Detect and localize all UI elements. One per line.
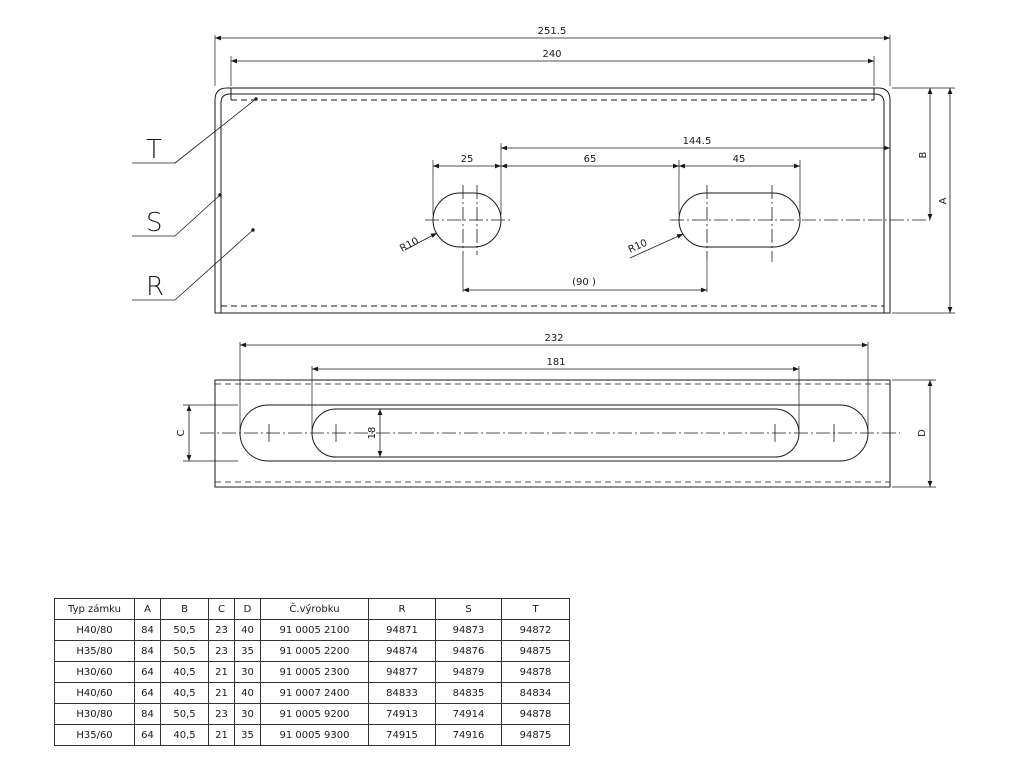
dim-a: A (938, 197, 949, 204)
cell: 35 (234, 724, 261, 746)
header-cell: C (208, 598, 235, 620)
label-t: T (146, 135, 162, 165)
cell: 64 (134, 724, 161, 746)
dim-b: B (918, 151, 929, 158)
cell: 74915 (368, 724, 436, 746)
cell: 91 0005 2100 (260, 619, 369, 641)
top-view (132, 35, 955, 314)
dim-inner-length: 240 (542, 49, 561, 60)
cell: 84 (134, 703, 161, 725)
table-row: H35/80 84 50,5 23 35 91 0005 2200 94874 … (54, 640, 570, 662)
cell: H40/60 (54, 682, 135, 704)
cell: 91 0005 2300 (260, 661, 369, 683)
cell: 23 (208, 640, 235, 662)
cell: 64 (134, 682, 161, 704)
header-cell: D (234, 598, 261, 620)
header-cell: T (501, 598, 570, 620)
label-r: R (146, 272, 164, 302)
table-row: H40/80 84 50,5 23 40 91 0005 2100 94871 … (54, 619, 570, 641)
header-cell: S (435, 598, 502, 620)
header-cell: R (368, 598, 436, 620)
cell: 84 (134, 619, 161, 641)
cell: H40/80 (54, 619, 135, 641)
header-cell: Typ zámku (54, 598, 135, 620)
cell: 91 0005 9300 (260, 724, 369, 746)
header-cell: Č.výrobku (260, 598, 369, 620)
cell: 94871 (368, 619, 436, 641)
cell: 91 0005 9200 (260, 703, 369, 725)
table-row: H30/80 84 50,5 23 30 91 0005 9200 74913 … (54, 703, 570, 725)
dim-radius-left: R10 (398, 236, 421, 255)
bottom-plate (214, 379, 891, 488)
cell: 21 (208, 661, 235, 683)
table-row: H30/60 64 40,5 21 30 91 0005 2300 94877 … (54, 661, 570, 683)
parts-table: Typ zámku A B C D Č.výrobku R S T H40/80… (54, 598, 570, 746)
cell: 94875 (501, 724, 570, 746)
cell: 40 (234, 682, 261, 704)
dim-d: D (917, 429, 928, 437)
cell: 91 0005 2200 (260, 640, 369, 662)
dim-hole-pitch: (90 ) (572, 277, 596, 288)
cell: 23 (208, 703, 235, 725)
label-s: S (146, 208, 163, 238)
cell: 64 (134, 661, 161, 683)
dim-overall-length: 251.5 (538, 26, 567, 37)
cell: 74916 (435, 724, 502, 746)
dim-bottom-inner-slot: 181 (546, 357, 565, 368)
dim-bottom-outer-slot: 232 (544, 333, 563, 344)
cell: 23 (208, 619, 235, 641)
cell: 40,5 (160, 661, 209, 683)
dim-c: C (176, 429, 187, 436)
cell: 35 (234, 640, 261, 662)
cell: 84833 (368, 682, 436, 704)
cell: 40,5 (160, 682, 209, 704)
dim-radius-right: R10 (627, 238, 649, 256)
technical-drawing: 251.5 240 144.5 25 65 45 (90 ) R10 R10 B… (132, 26, 955, 488)
cell: 94874 (368, 640, 436, 662)
cell: H35/60 (54, 724, 135, 746)
cell: 84 (134, 640, 161, 662)
table-row: H35/60 64 40,5 21 35 91 0005 9300 74915 … (54, 724, 570, 746)
plate-inner-edge (220, 93, 885, 313)
cell: 40,5 (160, 724, 209, 746)
table-row: H40/60 64 40,5 21 40 91 0007 2400 84833 … (54, 682, 570, 704)
dim-slot-height: 18 (367, 427, 378, 440)
dim-hole-offset: 144.5 (683, 136, 712, 147)
cell: H30/60 (54, 661, 135, 683)
cell: 50,5 (160, 619, 209, 641)
cell: 21 (208, 724, 235, 746)
cell: 50,5 (160, 640, 209, 662)
plate-outline (214, 87, 891, 314)
cell: 84835 (435, 682, 502, 704)
cell: 74914 (435, 703, 502, 725)
header-cell: A (134, 598, 161, 620)
cell: 94873 (435, 619, 502, 641)
cell: 94878 (501, 661, 570, 683)
table-header-row: Typ zámku A B C D Č.výrobku R S T (54, 598, 570, 620)
cell: H30/80 (54, 703, 135, 725)
cell: 40 (234, 619, 261, 641)
cell: 84834 (501, 682, 570, 704)
cell: 30 (234, 703, 261, 725)
cell: 94876 (435, 640, 502, 662)
cell: 94879 (435, 661, 502, 683)
cell: 21 (208, 682, 235, 704)
dim-hole-gap: 65 (584, 154, 597, 165)
cell: 74913 (368, 703, 436, 725)
cell: H35/80 (54, 640, 135, 662)
dim-slot-length: 45 (733, 154, 746, 165)
dim-slot-width: 25 (461, 154, 474, 165)
cell: 94878 (501, 703, 570, 725)
cell: 91 0007 2400 (260, 682, 369, 704)
cell: 50,5 (160, 703, 209, 725)
cell: 94872 (501, 619, 570, 641)
bottom-view (183, 342, 936, 488)
header-cell: B (160, 598, 209, 620)
cell: 30 (234, 661, 261, 683)
cell: 94877 (368, 661, 436, 683)
cell: 94875 (501, 640, 570, 662)
